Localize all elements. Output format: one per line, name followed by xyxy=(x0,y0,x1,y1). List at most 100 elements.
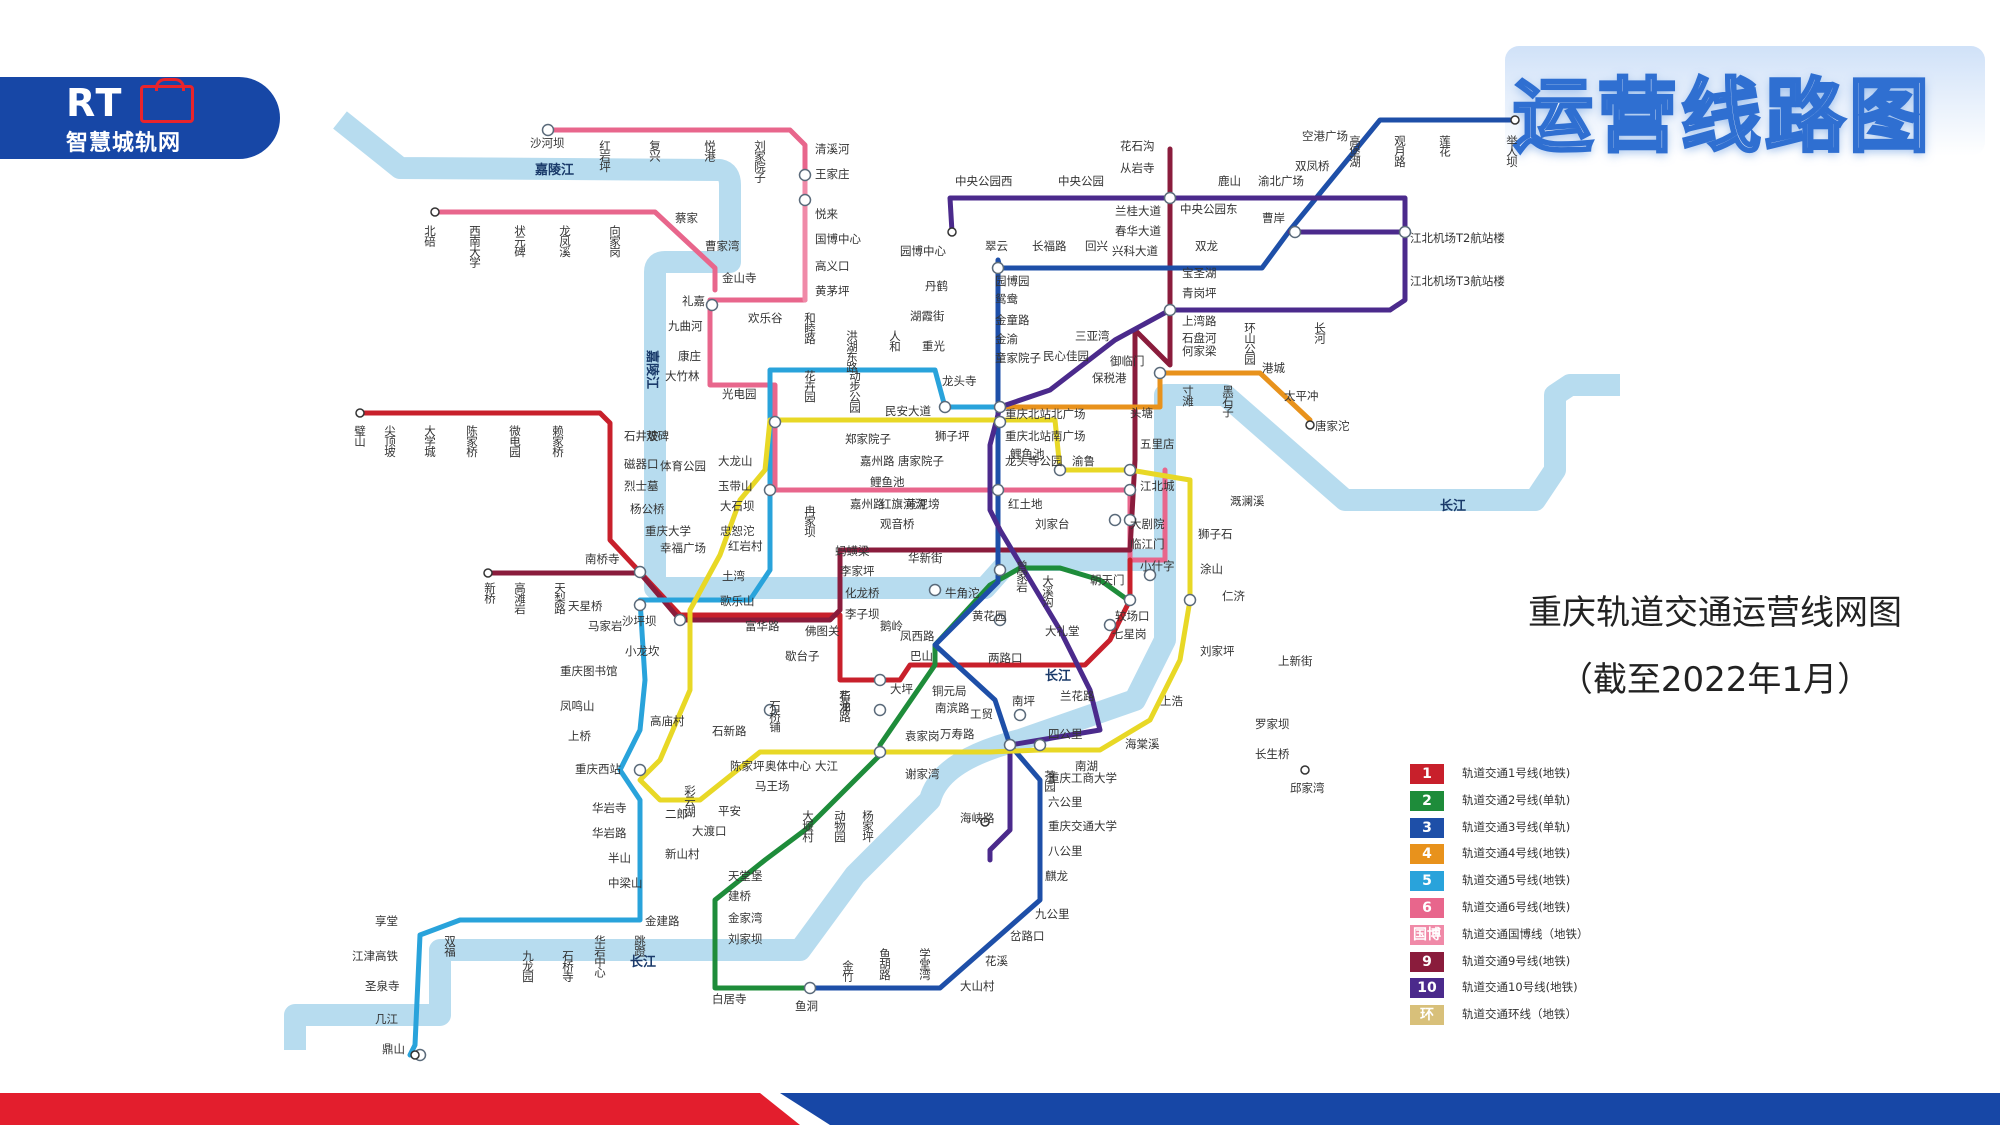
terminal-station[interactable] xyxy=(947,227,957,237)
station-label: 双龙 xyxy=(1195,239,1218,253)
station-label: 中央公园西 xyxy=(955,174,1013,188)
station-label: 五里店 xyxy=(1140,437,1175,451)
station-label: 邱家湾 xyxy=(1290,781,1325,795)
transfer-station[interactable] xyxy=(928,583,942,597)
transfer-station[interactable] xyxy=(763,703,777,717)
station-label: 石盘河 xyxy=(1182,331,1217,345)
station-label: 上浩 xyxy=(1160,694,1183,708)
terminal-station[interactable] xyxy=(483,568,493,578)
transfer-station[interactable] xyxy=(1123,483,1137,497)
station-label: 太平冲 xyxy=(1284,389,1319,403)
transfer-station[interactable] xyxy=(873,673,887,687)
transfer-station[interactable] xyxy=(1123,513,1137,527)
transfer-station[interactable] xyxy=(993,400,1007,414)
transfer-station[interactable] xyxy=(633,565,647,579)
transfer-station[interactable] xyxy=(803,981,817,995)
station-label: 悦港 xyxy=(703,139,717,162)
transfer-station[interactable] xyxy=(633,598,647,612)
transfer-station[interactable] xyxy=(768,415,782,429)
station-label: 花卉园 xyxy=(803,370,817,403)
station-label: 江北机场T3航站楼 xyxy=(1410,274,1505,288)
station-label: 白居寺 xyxy=(712,992,747,1006)
transfer-station[interactable] xyxy=(1033,738,1047,752)
station-label: 刘家台 xyxy=(1035,517,1070,531)
station-label: 南滨路 xyxy=(935,701,970,715)
station-label: 红旗河沟 xyxy=(880,497,926,511)
transfer-station[interactable] xyxy=(1398,225,1412,239)
transfer-station[interactable] xyxy=(1288,225,1302,239)
transfer-station[interactable] xyxy=(1153,366,1167,380)
station-label: 黄泥塝 xyxy=(905,497,940,511)
station-label: 北碚 xyxy=(423,225,437,248)
station-label: 海棠溪 xyxy=(1125,737,1160,751)
legend-label: 轨道交通9号线(地铁) xyxy=(1462,953,1571,968)
transfer-station[interactable] xyxy=(1003,738,1017,752)
station-label: 璧山 xyxy=(353,424,367,447)
transfer-station[interactable] xyxy=(873,745,887,759)
river-label: 长江 xyxy=(1440,498,1466,514)
station-label: 童家院子 xyxy=(995,351,1041,365)
station-label: 享堂 xyxy=(375,914,398,928)
station-label: 鹿山 xyxy=(1218,174,1241,188)
transfer-station[interactable] xyxy=(1013,708,1027,722)
station-label: 罗家坝 xyxy=(1255,717,1290,731)
station-label: 较场口 xyxy=(1115,609,1150,623)
terminal-station[interactable] xyxy=(1510,115,1520,125)
transfer-station[interactable] xyxy=(1143,568,1157,582)
transfer-station[interactable] xyxy=(993,613,1007,627)
station-label: 宝圣湖 xyxy=(1182,266,1217,280)
station-label: 金渝 xyxy=(995,332,1018,346)
station-label: 七星岗 xyxy=(1112,627,1147,641)
terminal-station[interactable] xyxy=(1305,420,1315,430)
station-labels: 沙河坝红岩坪复兴悦港刘家院子清溪河王家庄悦来国博中心高义口黄茅坪北碚西南大学状元… xyxy=(352,129,1519,1056)
transfer-station[interactable] xyxy=(991,261,1005,275)
transfer-station[interactable] xyxy=(938,400,952,414)
transfer-station[interactable] xyxy=(1108,513,1122,527)
station-label: 兰桂大道 xyxy=(1115,204,1161,218)
station-label: 头塘 xyxy=(1130,406,1153,420)
transfer-station[interactable] xyxy=(1123,463,1137,477)
transfer-station[interactable] xyxy=(1053,463,1067,477)
transfer-station[interactable] xyxy=(1163,303,1177,317)
station-label: 渝鲁 xyxy=(1072,454,1095,468)
terminal-station[interactable] xyxy=(355,408,365,418)
transfer-station[interactable] xyxy=(873,703,887,717)
transfer-station[interactable] xyxy=(673,613,687,627)
station-label: 金建路 xyxy=(645,914,680,928)
transfer-station[interactable] xyxy=(1183,593,1197,607)
station-label: 石新路 xyxy=(712,724,747,738)
transfer-station[interactable] xyxy=(633,763,647,777)
station-label: 鱼洞 xyxy=(795,999,818,1013)
transfer-station[interactable] xyxy=(705,298,719,312)
terminal-station[interactable] xyxy=(410,1050,420,1060)
station-label: 曹岸 xyxy=(1262,211,1285,225)
station-label: 石油路 xyxy=(838,690,852,723)
station-label: 烈士墓 xyxy=(624,479,659,493)
transfer-station[interactable] xyxy=(541,123,555,137)
station-label: 花石沟 xyxy=(1120,139,1155,153)
station-label: 麒龙 xyxy=(1045,869,1068,883)
terminal-station[interactable] xyxy=(980,817,990,827)
transfer-station[interactable] xyxy=(1123,593,1137,607)
transfer-station[interactable] xyxy=(993,415,1007,429)
transfer-station[interactable] xyxy=(1163,191,1177,205)
transfer-station[interactable] xyxy=(798,193,812,207)
station-label: 黄花园 xyxy=(972,609,1007,623)
terminal-station[interactable] xyxy=(430,207,440,217)
transfer-station[interactable] xyxy=(991,483,1005,497)
station-label: 嘉州路 xyxy=(860,454,895,468)
terminal-station[interactable] xyxy=(1300,765,1310,775)
station-label: 大坪 xyxy=(890,682,913,696)
transfer-station[interactable] xyxy=(798,168,812,182)
banner: 运营线路图 xyxy=(1505,46,1985,165)
transfer-station[interactable] xyxy=(763,483,777,497)
station-label: 圣泉寺 xyxy=(365,979,400,993)
logo-name: 智慧城轨网 xyxy=(66,131,182,156)
station-label: 刘家坪 xyxy=(1200,644,1235,658)
transfer-station[interactable] xyxy=(1103,618,1117,632)
station-label: 茶园 xyxy=(1043,770,1057,793)
station-label: 花溪 xyxy=(985,954,1008,968)
transfer-station[interactable] xyxy=(993,563,1007,577)
station-label: 海峡路 xyxy=(960,811,995,825)
